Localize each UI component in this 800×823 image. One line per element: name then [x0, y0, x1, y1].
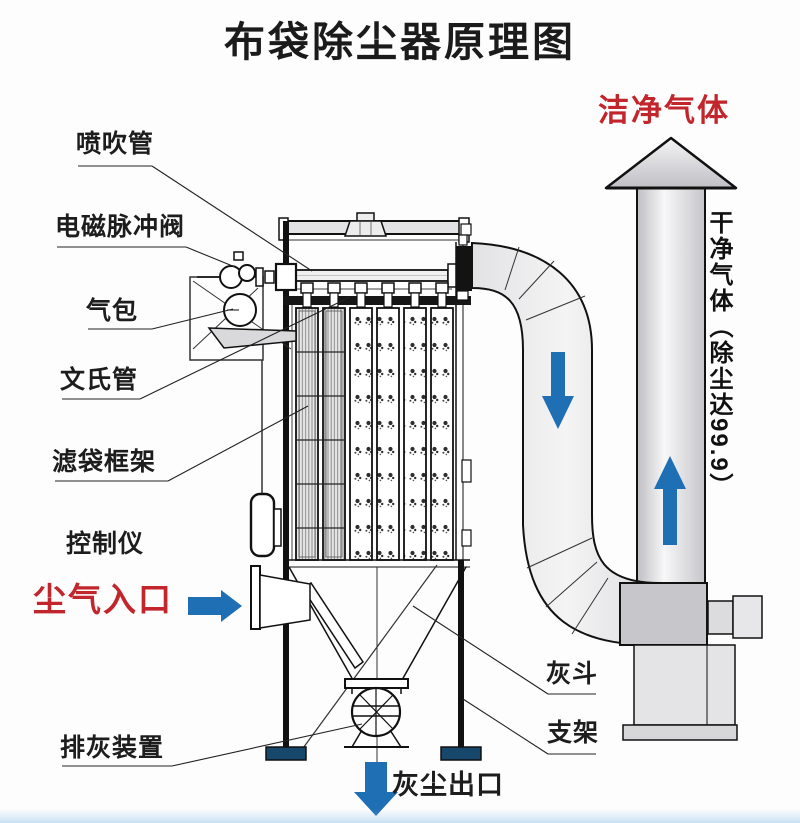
air-bag	[223, 293, 257, 327]
label-controller: 控制仪	[66, 530, 145, 558]
fan-motor	[707, 600, 734, 635]
label-dust-inlet: 尘气入口	[33, 581, 173, 618]
outlet-port	[456, 223, 472, 301]
clean-air-duct	[471, 241, 661, 647]
stack-cap-icon	[604, 136, 738, 190]
label-ash-discharge: 排灰装置	[60, 734, 165, 762]
top-hatch	[343, 212, 388, 237]
stack-pedestal	[633, 644, 736, 726]
filter-bags	[295, 307, 454, 561]
inlet-duct	[250, 565, 311, 630]
bottom-blue-wash	[0, 809, 800, 823]
page-title: 布袋除尘器原理图	[224, 19, 576, 65]
controller-box	[249, 492, 282, 558]
flow-arrow-dust-out-icon	[354, 762, 398, 816]
flow-arrow-inlet-icon	[188, 590, 242, 622]
label-support: 支架	[547, 719, 600, 747]
pulse-assembly	[189, 251, 298, 558]
label-pulse-valve: 电磁脉冲阀	[55, 213, 186, 241]
leader-lines	[55, 165, 596, 767]
label-ash-hopper: 灰斗	[546, 660, 599, 688]
fan-housing	[619, 582, 763, 741]
flow-arrow-duct-down-icon	[542, 352, 574, 429]
label-venturi: 文氏管	[60, 366, 139, 394]
label-clean-gas: 洁净气体	[598, 93, 730, 128]
air-bag-shelf	[207, 327, 297, 349]
bag-hangers	[300, 282, 449, 308]
label-dust-outlet: 灰尘出口	[392, 770, 504, 800]
hopper-assembly	[250, 564, 482, 790]
baghouse	[197, 212, 472, 753]
left-leg	[283, 221, 289, 753]
pulse-valve	[219, 251, 298, 292]
label-stack-side-note: 干净气体（除尘达99.9）	[705, 210, 732, 499]
flow-arrow-stack-up-icon	[654, 456, 686, 545]
label-air-bag: 气包	[86, 297, 139, 325]
right-leg	[458, 560, 464, 753]
right-foot-pad	[440, 746, 482, 761]
left-foot-pad	[265, 746, 307, 761]
label-bag-cage: 滤袋框架	[52, 448, 157, 476]
label-blow-pipe: 喷吹管	[76, 130, 155, 158]
stack-base-plate	[622, 724, 738, 741]
rotary-valve	[344, 678, 409, 748]
